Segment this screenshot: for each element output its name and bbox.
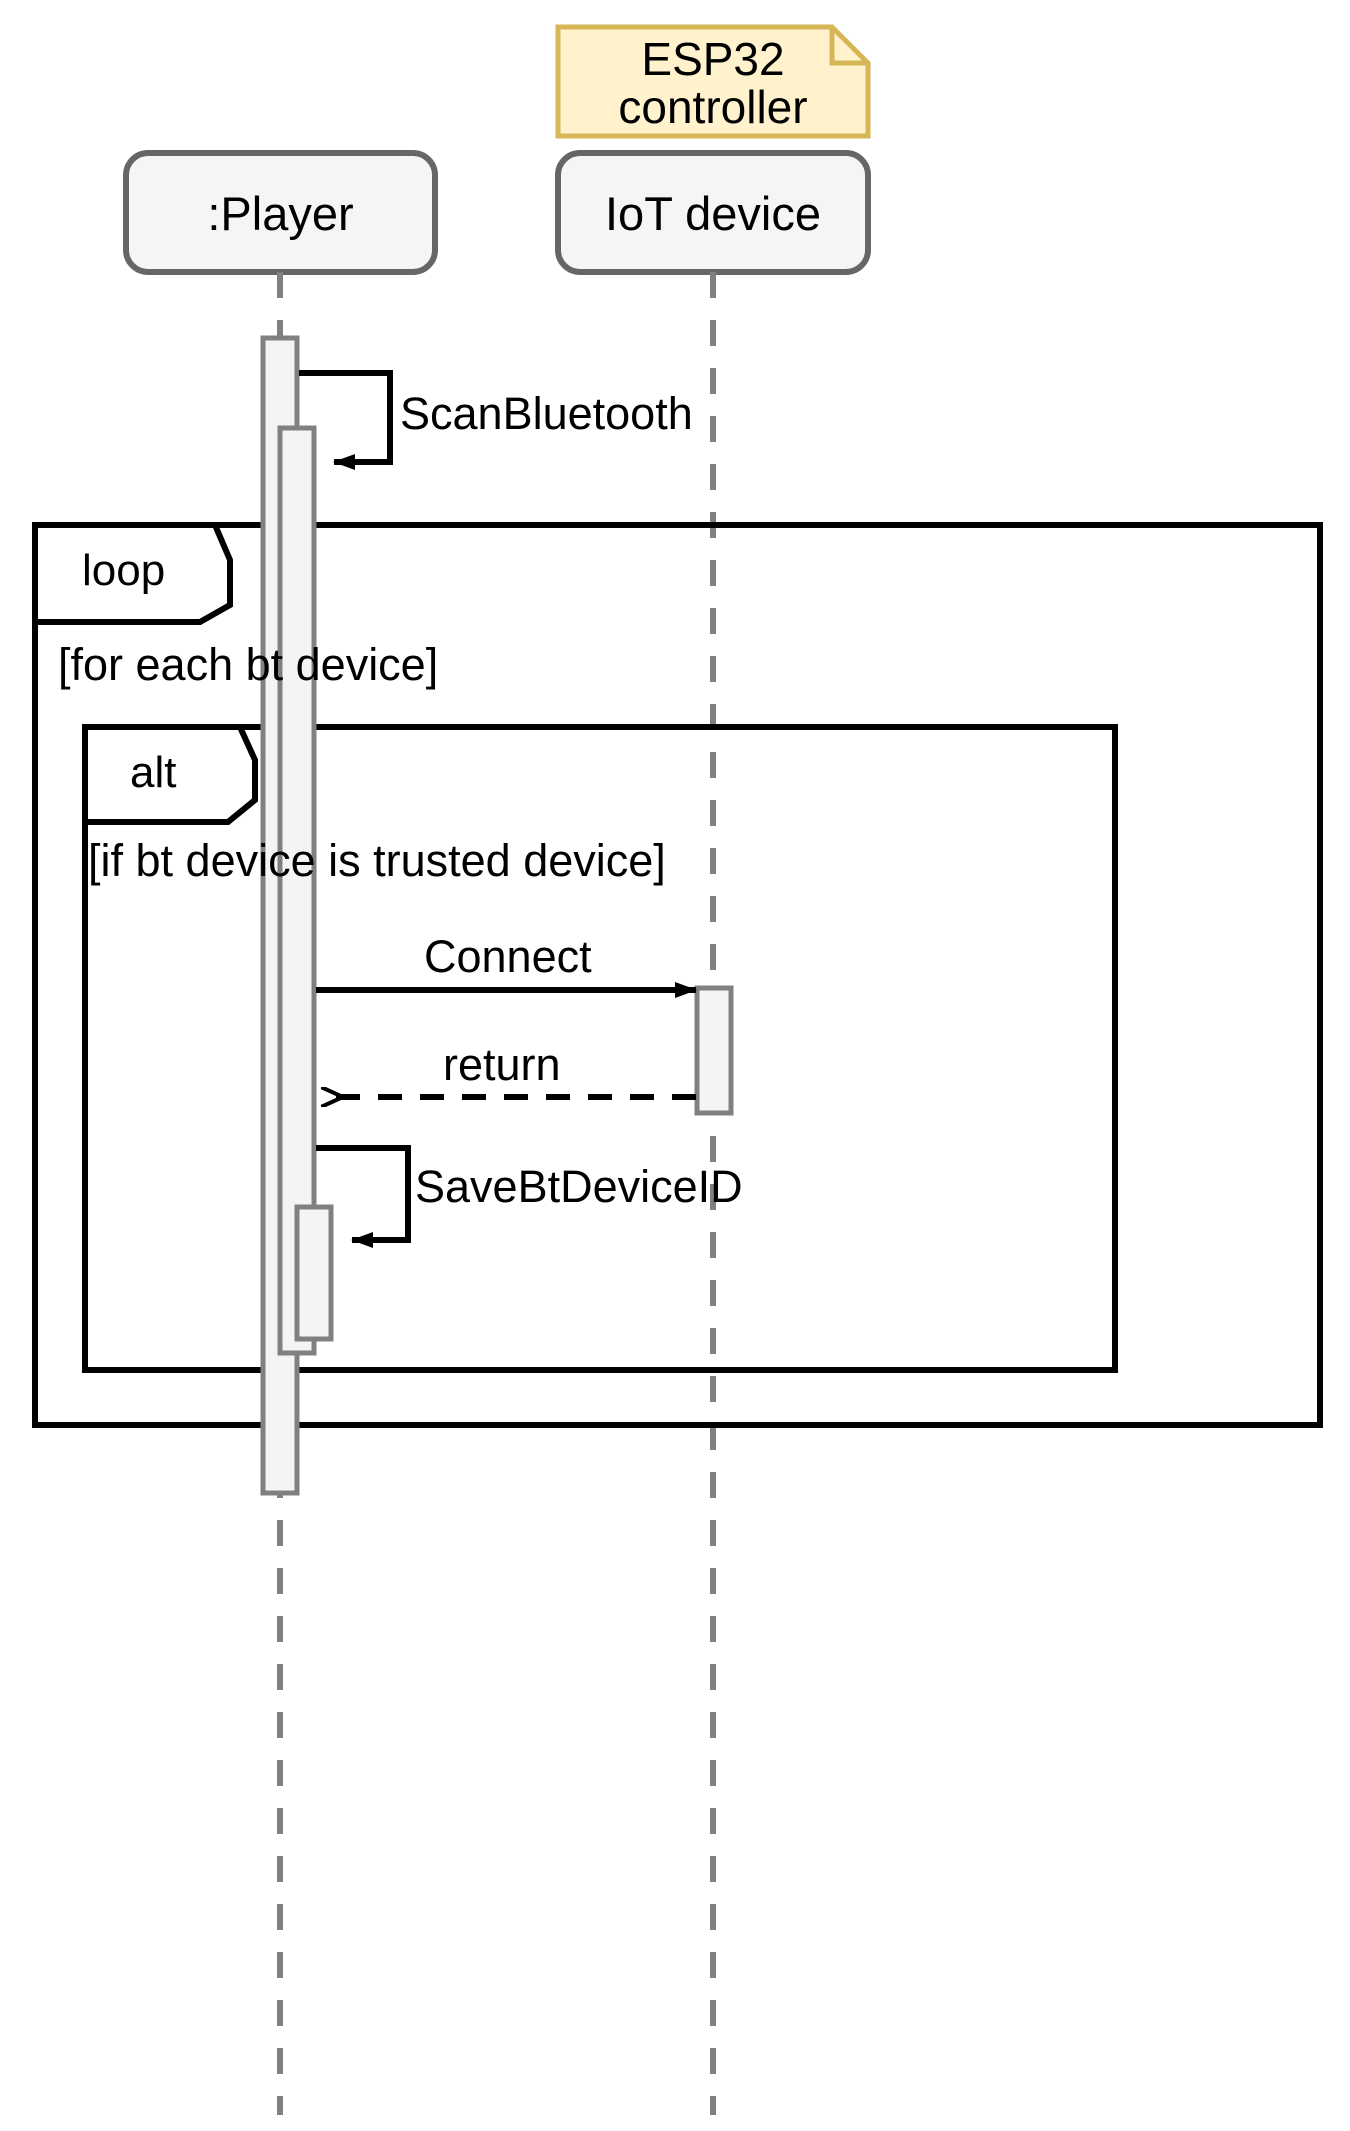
note-esp32-controller — [555, 24, 871, 139]
lifeline-label-iot-device: IoT device — [605, 187, 821, 240]
message-label-savebtdeviceid: SaveBtDeviceID — [415, 1161, 743, 1212]
lifeline-label-player: :Player — [207, 187, 354, 240]
message-label-connect: Connect — [424, 931, 592, 982]
fragment-keyword-loop: loop — [82, 546, 166, 595]
activation-player-deep — [294, 1204, 334, 1342]
message-label-scanbluetooth: ScanBluetooth — [400, 388, 693, 439]
activation-player-nested — [277, 425, 317, 1356]
fragment-loop — [32, 522, 1323, 1428]
message-scanbluetooth — [299, 370, 393, 470]
message-label-return: return — [443, 1039, 561, 1090]
message-savebtdeviceid — [316, 1145, 411, 1248]
note-label-line1: ESP32 — [641, 33, 785, 85]
note-label-line2: controller — [618, 81, 808, 133]
activation-iot-device — [694, 985, 734, 1116]
fragment-guard-loop: [for each bt device] — [58, 639, 439, 690]
fragment-alt — [82, 724, 1118, 1373]
fragment-keyword-alt: alt — [130, 748, 177, 797]
fragment-guard-alt: [if bt device is trusted device] — [88, 835, 666, 886]
